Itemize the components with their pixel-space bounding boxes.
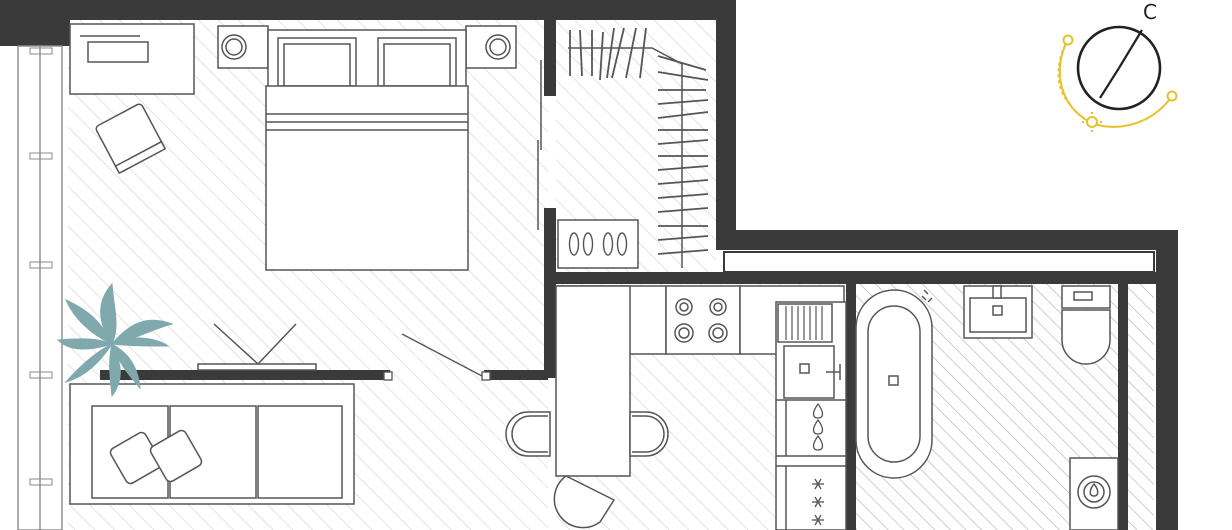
top-wall (0, 0, 736, 20)
bathroom-wall-partition (1118, 284, 1128, 530)
sun-icon (1082, 112, 1102, 132)
balcony-bracket (29, 261, 53, 269)
bar-counter (555, 285, 631, 477)
cooktop (665, 285, 741, 355)
snowflake-icon (812, 478, 824, 526)
plant-icon (56, 282, 174, 398)
wardrobe-sliding-door (537, 60, 542, 230)
compass: С (1057, 0, 1178, 132)
water-drop-icon (812, 402, 824, 451)
bar-stools (505, 411, 669, 529)
laptop (87, 41, 149, 63)
compass-north-label: С (1143, 0, 1157, 24)
kitchen (555, 285, 847, 530)
kitchen-wall-west (544, 284, 556, 378)
shoe-pair-icon (568, 232, 628, 256)
living-partition-left (100, 370, 390, 380)
living-partition-right (484, 370, 548, 380)
stool-bottom (553, 475, 616, 529)
desk (69, 23, 195, 95)
balcony-bracket (29, 47, 53, 55)
east-step-wall (716, 230, 1178, 250)
east-wall-upper (716, 0, 736, 250)
east-inner-white (723, 251, 1155, 273)
compass-needle (1118, 29, 1143, 69)
balcony-bracket (29, 152, 53, 160)
bathroom-floor-strip (1128, 284, 1154, 530)
tv (197, 323, 317, 371)
balcony (17, 45, 63, 530)
dish-rack (777, 303, 833, 343)
walls (0, 0, 1178, 530)
bed (217, 25, 517, 271)
balcony-bracket (29, 478, 53, 486)
kitchen-north-wall (548, 272, 1156, 284)
balcony-bracket (29, 371, 53, 379)
desk-chair (95, 103, 167, 175)
door (383, 333, 491, 381)
toilet-bowl (1061, 309, 1111, 365)
bed-mattress (265, 85, 469, 271)
bathroom (855, 285, 1119, 530)
sofa (69, 383, 355, 505)
left-wall-stub (0, 20, 70, 46)
wardrobe-wall-top (544, 20, 556, 96)
bathroom-wall-west (846, 284, 856, 530)
wardrobe-rail (568, 27, 709, 268)
shoe-mat (557, 219, 639, 269)
east-wall-lower (1156, 230, 1178, 530)
cushion-right (149, 429, 203, 483)
